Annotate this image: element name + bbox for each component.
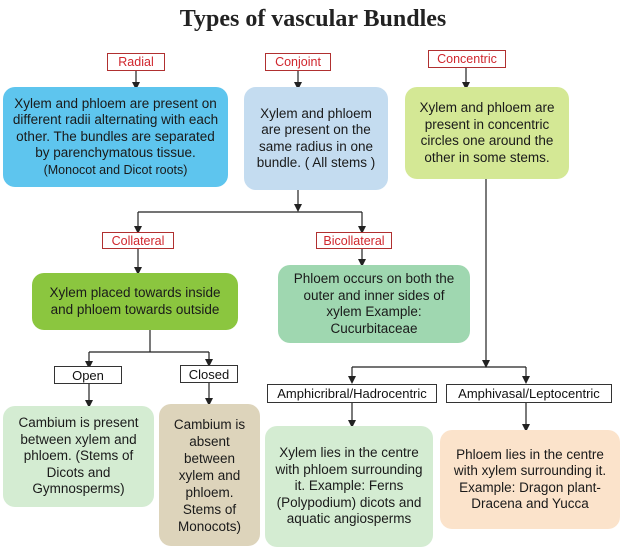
box-open-text: Cambium is present between xylem and phl…: [18, 415, 139, 497]
box-collateral: Xylem placed towards inside and phloem t…: [32, 273, 238, 330]
box-concentric: Xylem and phloem are present in concentr…: [405, 87, 569, 179]
diagram-title: Types of vascular Bundles: [179, 6, 447, 32]
box-amphicribral: Xylem lies in the centre with phloem sur…: [265, 426, 433, 547]
label-radial: Radial: [107, 53, 165, 71]
box-bicollateral-text: Phloem occurs on both the outer and inne…: [293, 271, 455, 336]
box-radial: Xylem and phloem are present on differen…: [3, 87, 228, 187]
box-collateral-text: Xylem placed towards inside and phloem t…: [49, 285, 221, 317]
box-conjoint-text: Xylem and phloem are present on the same…: [256, 105, 376, 171]
label-open: Open: [54, 366, 122, 384]
box-amphicribral-text: Xylem lies in the centre with phloem sur…: [275, 445, 423, 527]
label-collateral: Collateral: [102, 232, 174, 249]
label-conjoint: Conjoint: [265, 53, 331, 71]
box-conjoint: Xylem and phloem are present on the same…: [244, 87, 388, 190]
box-closed: Cambium is absent between xylem and phlo…: [159, 404, 260, 546]
label-concentric: Concentric: [428, 50, 506, 68]
label-bicollateral: Bicollateral: [316, 232, 392, 249]
box-open: Cambium is present between xylem and phl…: [3, 406, 154, 507]
label-amphicribral: Amphicribral/Hadrocentric: [267, 384, 437, 403]
box-bicollateral: Phloem occurs on both the outer and inne…: [278, 265, 470, 343]
box-amphivasal-text: Phloem lies in the centre with xylem sur…: [453, 446, 607, 512]
box-amphivasal: Phloem lies in the centre with xylem sur…: [440, 430, 620, 529]
box-closed-text: Cambium is absent between xylem and phlo…: [173, 416, 246, 534]
box-concentric-text: Xylem and phloem are present in concentr…: [419, 100, 555, 165]
label-amphivasal: Amphivasal/Leptocentric: [446, 384, 612, 403]
label-closed: Closed: [180, 365, 238, 383]
box-radial-example: (Monocot and Dicot roots): [43, 162, 188, 177]
box-radial-text: Xylem and phloem are present on differen…: [12, 95, 219, 161]
